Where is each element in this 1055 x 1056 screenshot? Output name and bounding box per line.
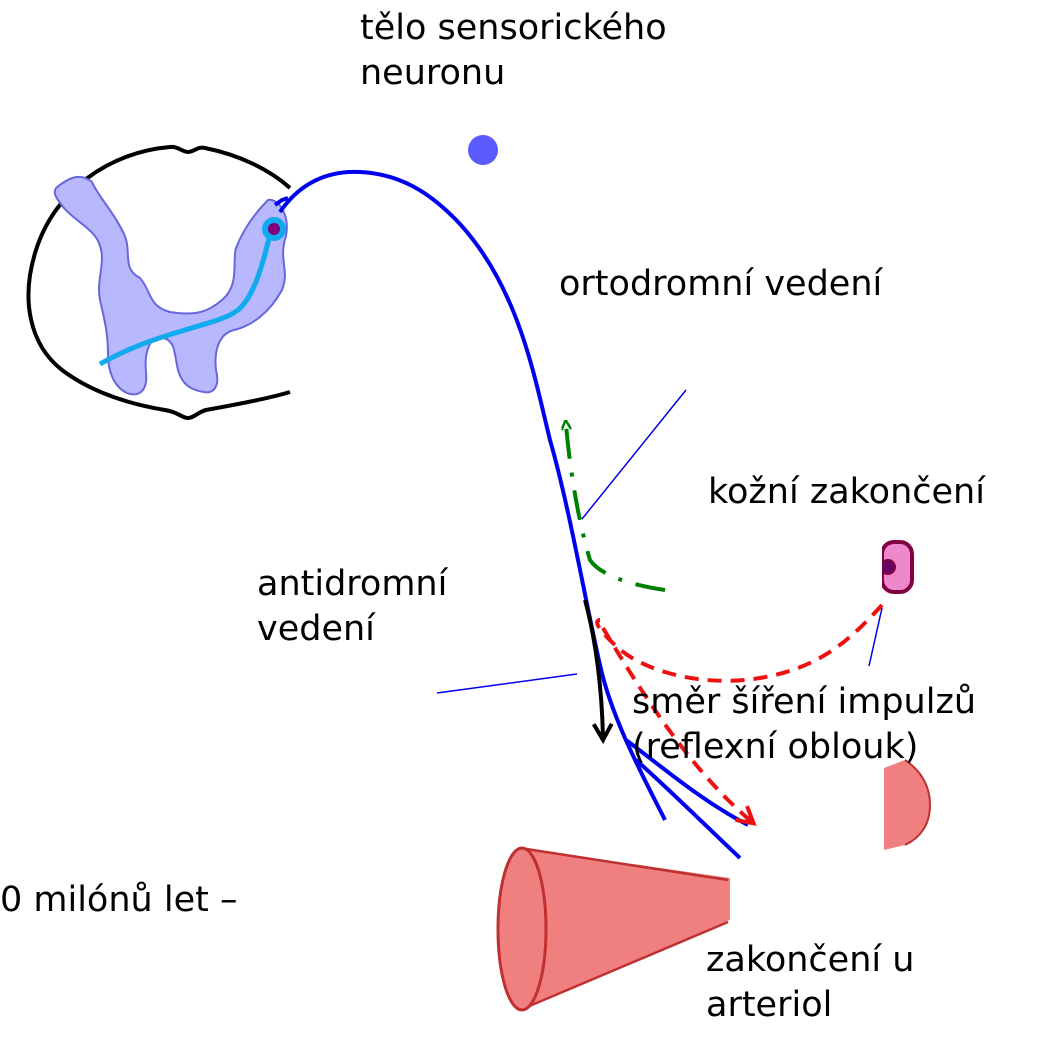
skin-receptor <box>860 540 912 596</box>
axon-branch-lower <box>636 760 740 858</box>
soma-dot <box>468 135 498 165</box>
spinal-cord-section <box>28 147 290 418</box>
reflex-leader <box>869 608 882 666</box>
antidromic-leader <box>437 674 577 693</box>
arteriole-ending-label: zakončení u arteriol <box>706 938 914 1028</box>
cut-off-text: 0 milónů let – <box>0 878 237 923</box>
orthodromic-label: ortodromní vedení <box>559 262 882 307</box>
soma-label: tělo sensorického neuronu <box>360 6 667 96</box>
antidromic-label-line2: vedení <box>257 607 447 652</box>
soma-label-line2: neuronu <box>360 51 667 96</box>
impulse-direction-line1: směr šíření impulzů <box>632 680 976 725</box>
skin-ending-label: kožní zakončení <box>708 470 985 515</box>
dorsal-entry-dot <box>268 223 280 235</box>
orthodromic-leader <box>582 390 686 519</box>
soma-label-line1: tělo sensorického <box>360 6 667 51</box>
arteriole-ending-line2: arteriol <box>706 983 914 1028</box>
reflex-arc-arrow <box>597 605 882 681</box>
antidromic-label-line1: antidromní <box>257 562 447 607</box>
impulse-direction-label: směr šíření impulzů (reflexní oblouk) <box>632 680 976 770</box>
arteriole-right <box>884 760 930 850</box>
impulse-direction-line2: (reflexní oblouk) <box>632 725 976 770</box>
arteriole-ending-line1: zakončení u <box>706 938 914 983</box>
arteriole-bottom <box>498 848 730 1010</box>
antidromic-label: antidromní vedení <box>257 562 447 652</box>
